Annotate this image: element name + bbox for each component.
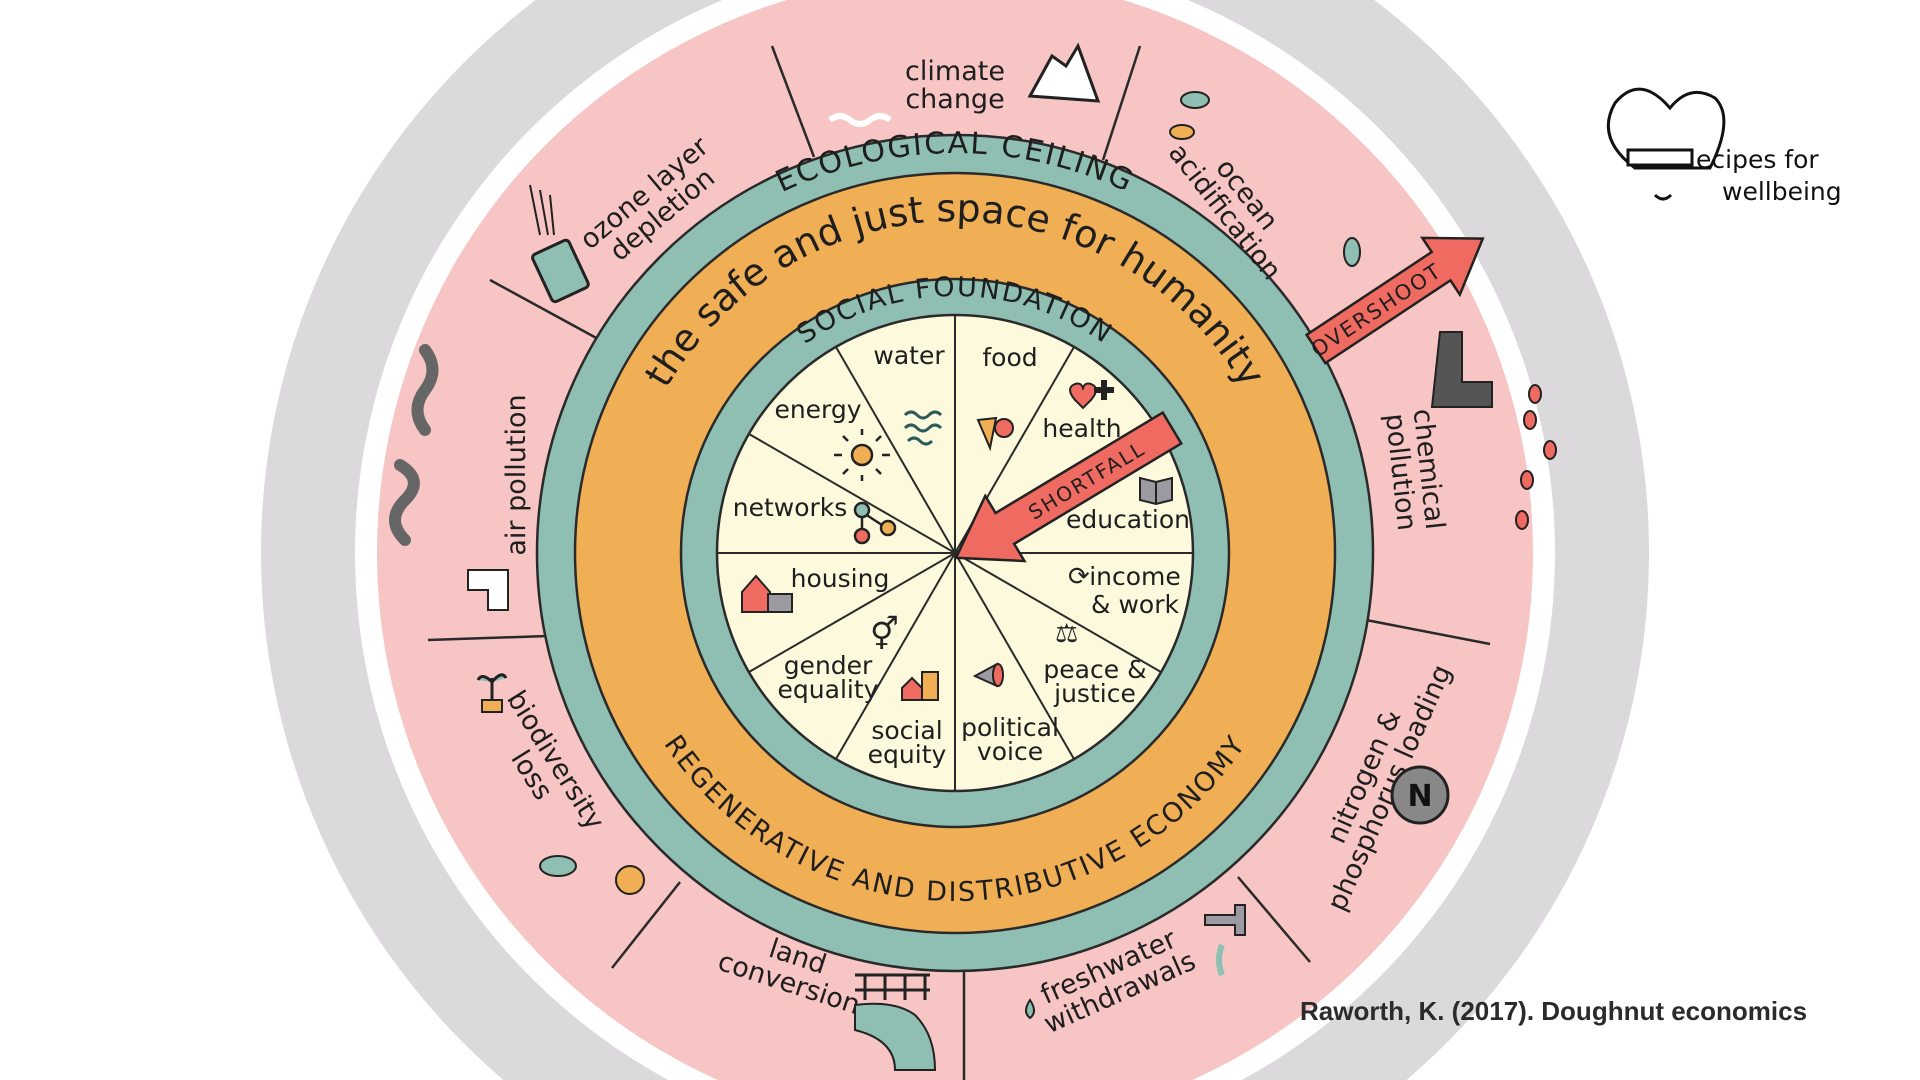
sun-icon xyxy=(834,429,890,481)
social-energy: energy xyxy=(774,395,861,424)
logo-line1: ecipes for xyxy=(1696,145,1819,174)
megaphone-icon xyxy=(972,662,1004,688)
social-networks: networks xyxy=(733,493,848,522)
cycle-icon: ⟳ xyxy=(1068,562,1090,592)
social-labels: water food health education income& work… xyxy=(733,341,1190,769)
boundary-air-pollution: air pollution xyxy=(501,394,532,555)
scales-icon: ⚖ xyxy=(1055,619,1078,649)
social-food: food xyxy=(982,343,1037,372)
heart-cross-icon xyxy=(1069,380,1114,410)
factory-icon xyxy=(1430,331,1557,530)
book-icon xyxy=(1139,476,1173,506)
social-peace-justice: peace &justice xyxy=(1043,655,1146,708)
boundary-chemical-pollution: chemicalpollution xyxy=(1379,407,1450,534)
network-icon xyxy=(853,501,897,545)
boundary-dividers xyxy=(427,45,1491,1080)
social-education: education xyxy=(1066,505,1190,534)
plant-fish-icon xyxy=(476,673,645,895)
citation: Raworth, K. (2017). Doughnut economics xyxy=(1300,996,1808,1026)
recipes-for-wellbeing-logo: ecipes for wellbeing xyxy=(1606,87,1842,206)
buildings-icon xyxy=(901,671,939,701)
nitrogen-icon: N xyxy=(1390,765,1450,825)
smoke-icon xyxy=(389,344,509,611)
social-housing: housing xyxy=(791,564,890,593)
bridge-river-icon xyxy=(854,973,937,1071)
tap-icon xyxy=(1025,904,1246,1020)
logo-line2: wellbeing xyxy=(1722,177,1842,206)
house-icon xyxy=(741,574,793,613)
social-water: water xyxy=(873,341,945,370)
cloud-icon xyxy=(828,42,1101,127)
fish-icon xyxy=(1169,91,1361,267)
vegetables-icon xyxy=(976,416,1014,452)
spray-can-icon xyxy=(529,184,590,304)
social-health: health xyxy=(1042,414,1121,443)
nitrogen-symbol: N xyxy=(1407,779,1432,814)
gender-icon: ⚥ xyxy=(870,615,899,653)
social-income-work: income& work xyxy=(1089,562,1181,619)
water-icon xyxy=(903,410,943,446)
